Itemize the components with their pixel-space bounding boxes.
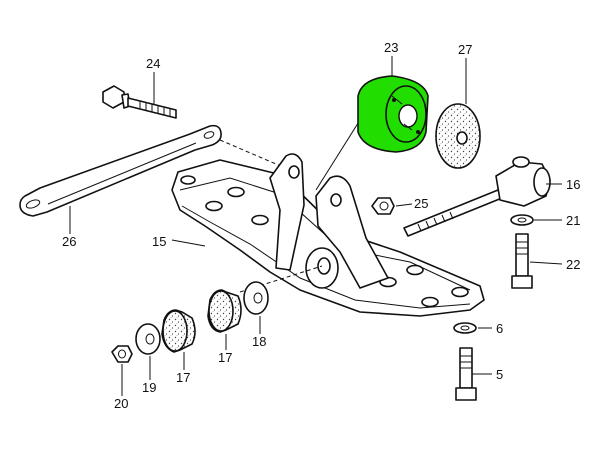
part-27-washer — [435, 103, 481, 169]
label-16: 16 — [566, 177, 580, 192]
label-6: 6 — [496, 321, 503, 336]
leader-lines — [69, 56, 563, 396]
part-22-bolt — [511, 233, 533, 289]
part-25-nut — [371, 197, 395, 215]
part-23-engine-mount[interactable] — [357, 75, 429, 153]
label-19: 19 — [142, 380, 156, 395]
part-17-bushing-upper — [207, 289, 242, 333]
label-22: 22 — [566, 257, 580, 272]
label-24: 24 — [146, 56, 160, 71]
callout-labels: 23 27 24 16 25 21 26 15 22 6 5 17 18 17 … — [62, 40, 580, 411]
label-21: 21 — [566, 213, 580, 228]
part-19-washer — [135, 323, 161, 355]
part-21-washer — [510, 214, 534, 226]
part-26-strut-rod — [19, 124, 222, 217]
label-27: 27 — [458, 42, 472, 57]
label-15: 15 — [152, 234, 166, 249]
label-23: 23 — [384, 40, 398, 55]
label-25: 25 — [414, 196, 428, 211]
part-6-washer — [453, 322, 477, 334]
label-5: 5 — [496, 367, 503, 382]
part-18-washer — [243, 281, 269, 315]
part-20-nut — [111, 345, 133, 363]
label-17-upper: 17 — [218, 350, 232, 365]
part-15-crossmember — [171, 153, 485, 317]
guide-line — [219, 139, 291, 171]
part-17-bushing-lower — [161, 309, 196, 353]
label-18: 18 — [252, 334, 266, 349]
label-17-lower: 17 — [176, 370, 190, 385]
leader-23-bracket — [315, 119, 361, 191]
label-20: 20 — [114, 396, 128, 411]
part-5-bolt — [455, 347, 477, 401]
part-16-bushing-arm — [403, 156, 551, 237]
label-26: 26 — [62, 234, 76, 249]
part-24-bolt — [102, 85, 177, 119]
